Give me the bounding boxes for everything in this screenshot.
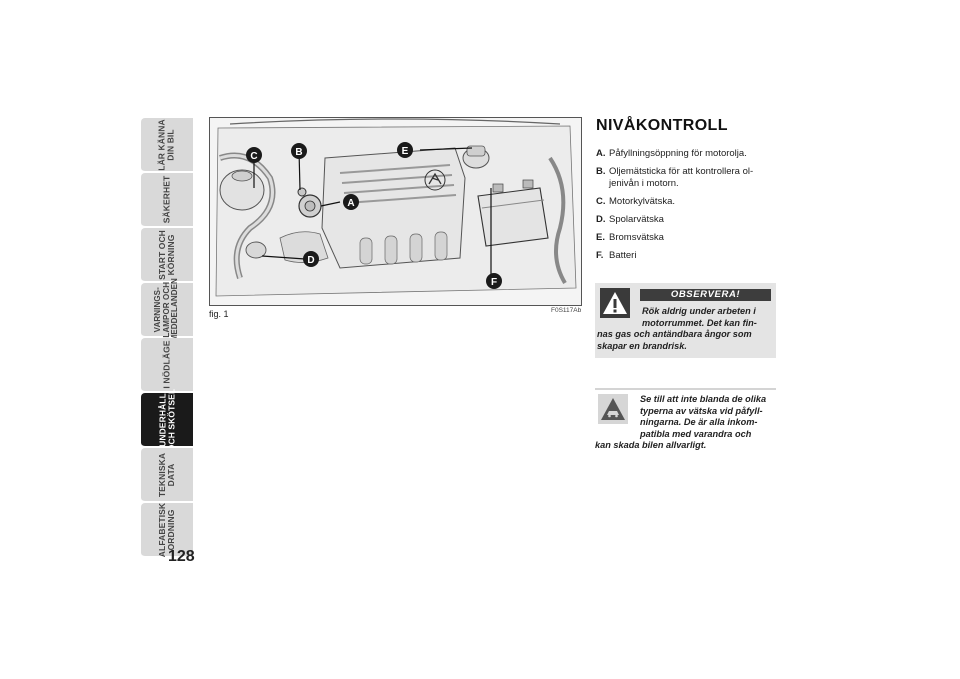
warning-triangle-icon xyxy=(600,288,630,318)
item-letter: E. xyxy=(596,232,605,243)
item-letter: F. xyxy=(596,250,604,261)
item-text: Oljemätsticka för att kontrollera ol-jen… xyxy=(609,166,754,189)
callout-e: E xyxy=(397,142,413,158)
svg-text:D: D xyxy=(307,255,314,266)
page-number: 128 xyxy=(168,548,195,565)
divider xyxy=(595,388,776,390)
callout-b: B xyxy=(291,143,307,159)
item-letter: C. xyxy=(596,196,606,207)
item-text: Spolarvätska xyxy=(609,214,664,225)
tab-label: I NÖDLÄGE xyxy=(161,340,172,389)
item-letter: B. xyxy=(596,166,606,177)
list-item: E. Bromsvätska xyxy=(596,232,776,244)
svg-text:A: A xyxy=(347,198,354,209)
callout-d: D xyxy=(303,251,319,267)
item-text: Påfyllningsöppning för motorolja. xyxy=(609,148,747,159)
note-text: Se till att inte blanda de olika typerna… xyxy=(595,394,767,450)
figure-caption: fig. 1 xyxy=(209,309,229,319)
warning-text: Rök aldrig under arbeten i motorrummet. … xyxy=(597,306,757,351)
svg-text:B: B xyxy=(295,147,302,158)
engine-bay-illustration: C B A D E F xyxy=(210,118,581,305)
list-item: F. Batteri xyxy=(596,250,776,262)
list-item: A. Påfyllningsöppning för motorolja. xyxy=(596,148,776,160)
item-text: Batteri xyxy=(609,250,637,261)
figure-code: F0S117Ab xyxy=(551,307,582,314)
car-caution-icon xyxy=(598,394,628,424)
list-item: B. Oljemätsticka för att kontrollera ol-… xyxy=(596,166,776,190)
svg-text:C: C xyxy=(250,151,257,162)
item-text: Bromsvätska xyxy=(609,232,664,243)
item-letter: D. xyxy=(596,214,606,225)
tab-label: SÄKERHET xyxy=(161,175,172,224)
svg-text:F: F xyxy=(491,277,497,288)
tab-i-nodlage[interactable]: I NÖDLÄGE xyxy=(141,338,193,392)
warning-label: OBSERVERA! xyxy=(640,289,771,301)
fluid-note: Se till att inte blanda de olika typerna… xyxy=(595,388,776,450)
engine-bay-figure: C B A D E F xyxy=(209,117,582,306)
item-text: Motorkylvätska. xyxy=(609,196,675,207)
callout-f: F xyxy=(486,273,502,289)
svg-text:E: E xyxy=(402,146,409,157)
warning-box: OBSERVERA! Rök aldrig under arbeten i mo… xyxy=(595,283,776,358)
component-list: A. Påfyllningsöppning för motorolja. B. … xyxy=(596,148,776,268)
callout-c: C xyxy=(246,147,262,163)
callout-a: A xyxy=(343,194,359,210)
item-letter: A. xyxy=(596,148,606,159)
list-item: C. Motorkylvätska. xyxy=(596,196,776,208)
section-title: NIVÅKONTROLL xyxy=(596,117,728,134)
tab-sakerhet[interactable]: SÄKERHET xyxy=(141,173,193,227)
list-item: D. Spolarvätska xyxy=(596,214,776,226)
